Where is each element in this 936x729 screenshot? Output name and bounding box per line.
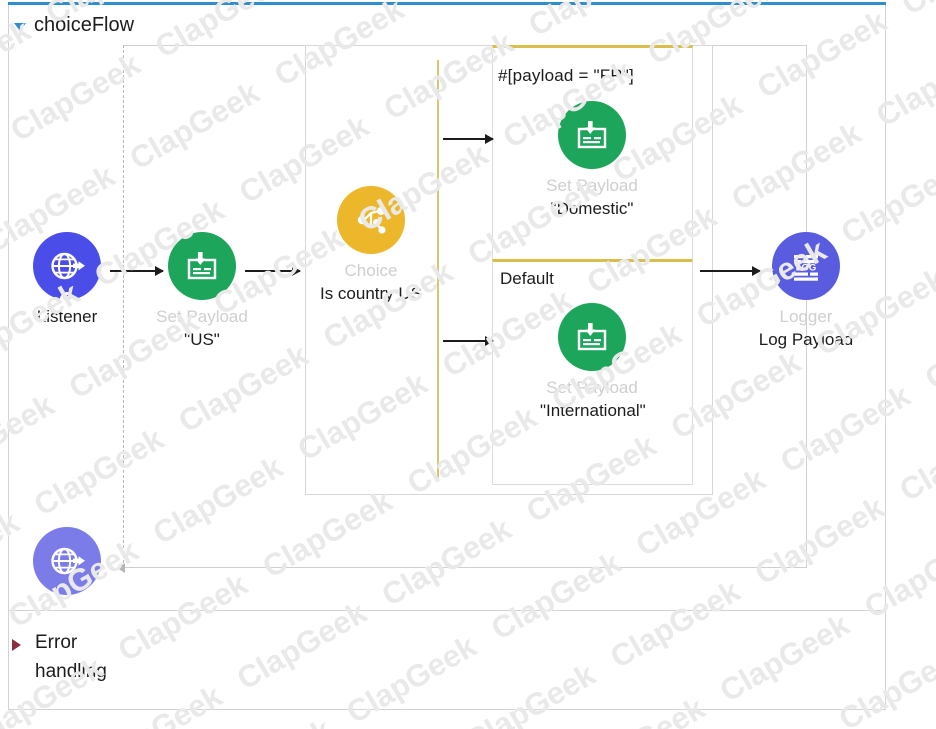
node-set-payload-domestic-type: Set Payload	[546, 176, 638, 195]
node-set-payload-international-name: "International"	[540, 401, 646, 420]
node-set-payload-us[interactable]: Set Payload "US"	[132, 232, 272, 351]
set-payload-icon[interactable]	[168, 232, 236, 300]
triangle-down-icon[interactable]	[14, 22, 26, 31]
node-choice-type: Choice	[344, 261, 398, 280]
set-payload-icon[interactable]	[558, 101, 626, 169]
choice-branch-icon[interactable]	[337, 186, 405, 254]
node-listener[interactable]: ⇄ Listener	[0, 232, 137, 329]
node-listener-type: Listener	[36, 307, 98, 326]
arrow-choice-to-logger	[700, 266, 761, 276]
node-logger[interactable]: LOG Logger Log Payload	[736, 232, 876, 351]
node-choice[interactable]: Choice Is country US	[301, 186, 441, 305]
error-handling-return-arrow	[117, 563, 125, 573]
log-icon[interactable]: LOG	[772, 232, 840, 300]
flow-header: choiceFlow	[14, 14, 134, 36]
arrow-listener-to-setpayload	[110, 266, 164, 276]
globe-arrow-icon[interactable]: ⇄	[33, 232, 101, 305]
page-title: choiceFlow	[34, 14, 135, 36]
top-accent-bar	[8, 2, 886, 5]
node-set-payload-us-name: "US"	[184, 330, 220, 349]
error-handling-band-frame	[8, 610, 886, 710]
node-set-payload-domestic-name: "Domestic"	[550, 199, 634, 218]
listener-connector-notch: ⇄	[58, 292, 76, 305]
choice-routing-spine	[437, 60, 439, 480]
editor-outer-frame	[8, 4, 886, 710]
node-error-handling-source[interactable]	[0, 527, 137, 602]
branch-when-condition-label: #[payload = "FR"]	[498, 66, 634, 85]
flow-source-divider	[123, 45, 124, 568]
globe-arrow-icon[interactable]	[33, 527, 101, 595]
set-payload-icon[interactable]	[558, 303, 626, 371]
choice-branch-default[interactable]	[492, 259, 693, 485]
svg-text:LOG: LOG	[796, 262, 817, 273]
node-set-payload-domestic[interactable]: Set Payload "Domestic"	[522, 101, 662, 220]
node-set-payload-international-type: Set Payload	[546, 378, 638, 397]
node-set-payload-international[interactable]: Set Payload "International"	[522, 303, 662, 422]
error-handling-return-line	[123, 567, 807, 568]
node-logger-name: Log Payload	[758, 330, 854, 349]
arrow-setpayload-to-choice	[245, 266, 301, 276]
error-handling-label: Error handling	[35, 632, 107, 682]
node-set-payload-us-type: Set Payload	[156, 307, 248, 326]
node-choice-name: Is country US	[319, 284, 423, 303]
arrow-choice-to-international	[443, 336, 494, 346]
triangle-right-icon[interactable]	[12, 639, 21, 651]
branch-default-label: Default	[500, 269, 554, 288]
node-logger-type: Logger	[779, 307, 833, 326]
error-handling-section[interactable]: Error handling	[12, 628, 145, 686]
arrow-choice-to-domestic	[443, 134, 494, 144]
